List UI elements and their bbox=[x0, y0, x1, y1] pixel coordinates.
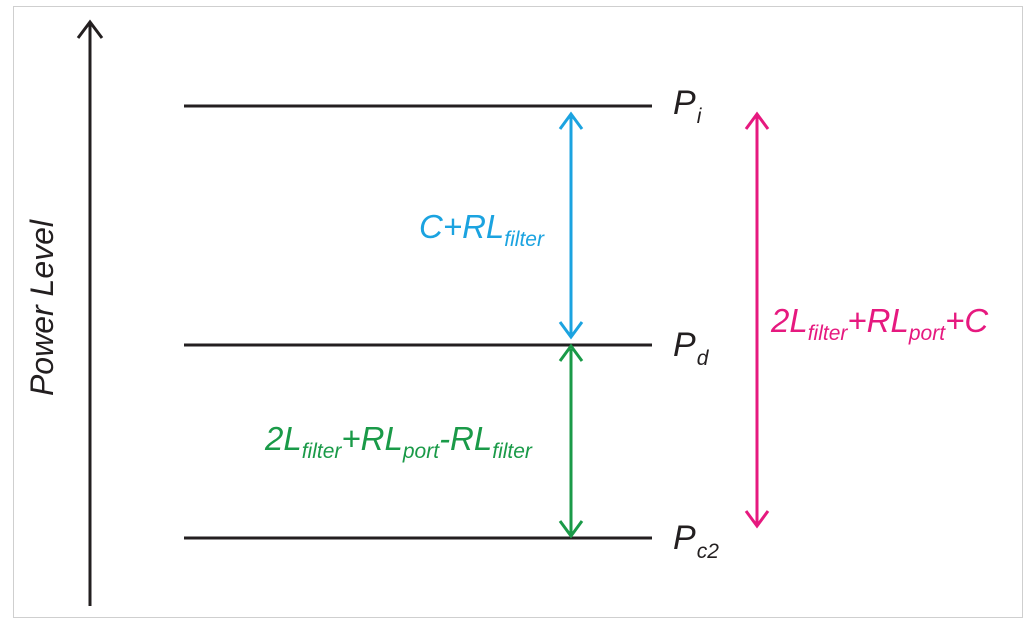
power-axis-arrowhead bbox=[76, 19, 104, 39]
magenta-double-arrow bbox=[744, 111, 770, 529]
level-label-pi: Pi bbox=[673, 84, 703, 128]
annotation-green: 2Lfilter+RLport-RLfilter bbox=[264, 420, 533, 463]
blue-double-arrow bbox=[558, 111, 584, 340]
level-label-pd: Pd bbox=[673, 326, 710, 370]
annotation-blue: C+RLfilter bbox=[419, 208, 545, 251]
diagram-frame bbox=[13, 6, 1023, 618]
annotation-magenta: 2Lfilter+RLport+C bbox=[770, 302, 989, 345]
green-double-arrow bbox=[558, 343, 584, 539]
axis-title: Power Level bbox=[24, 219, 60, 396]
level-label-pc2: Pc2 bbox=[673, 519, 719, 563]
